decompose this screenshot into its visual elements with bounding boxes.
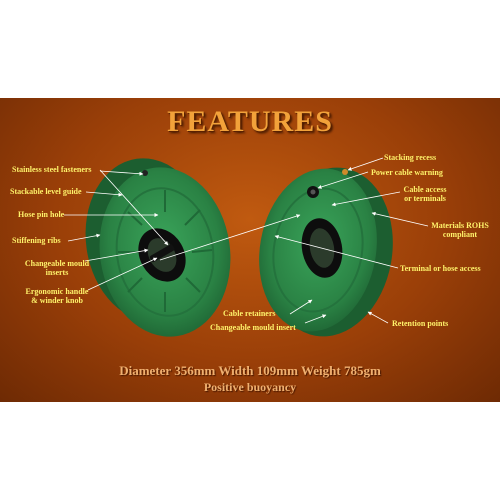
label-stainless-steel-fasteners: Stainless steel fasteners (12, 165, 92, 174)
label-materials-rohs-line1: Materials ROHS (431, 221, 489, 230)
label-ergonomic-handle: Ergonomic handle & winder knob (20, 287, 94, 305)
features-panel (0, 98, 500, 402)
left-reel (85, 158, 231, 337)
label-cable-access: Cable access or terminals (395, 185, 455, 203)
label-terminal-or-hose-access: Terminal or hose access (400, 264, 481, 273)
label-stackable-level-guide: Stackable level guide (10, 187, 82, 196)
label-ergonomic-handle-line1: Ergonomic handle (25, 287, 89, 296)
specs-dimensions: Diameter 356mm Width 109mm Weight 785gm (119, 363, 381, 378)
label-cable-retainers: Cable retainers (223, 309, 276, 318)
label-changeable-mould-insert: Changeable mould insert (210, 323, 296, 332)
right-reel (259, 167, 393, 337)
label-power-cable-warning: Power cable warning (371, 168, 443, 177)
label-stiffening-ribs: Stiffening ribs (12, 236, 61, 245)
label-cable-access-line2: or terminals (404, 194, 446, 203)
label-ergonomic-handle-line2: & winder knob (31, 296, 83, 305)
label-retention-points: Retention points (392, 319, 449, 328)
label-cable-access-line1: Cable access (403, 185, 447, 194)
label-materials-rohs: Materials ROHS compliant (425, 221, 495, 239)
features-title: FEATURES (167, 105, 333, 138)
left-leader-lines (64, 169, 169, 291)
right-leader-lines (159, 157, 429, 324)
specs-buoyancy: Positive buoyancy (203, 380, 297, 394)
label-changeable-mould-inserts-line2: inserts (45, 268, 69, 277)
label-materials-rohs-line2: compliant (442, 230, 478, 239)
label-hose-pin-hole: Hose pin hole (18, 210, 65, 219)
label-stacking-recess: Stacking recess (384, 153, 437, 162)
label-changeable-mould-inserts-line1: Changeable mould (24, 259, 90, 268)
label-changeable-mould-inserts: Changeable mould inserts (22, 259, 92, 277)
